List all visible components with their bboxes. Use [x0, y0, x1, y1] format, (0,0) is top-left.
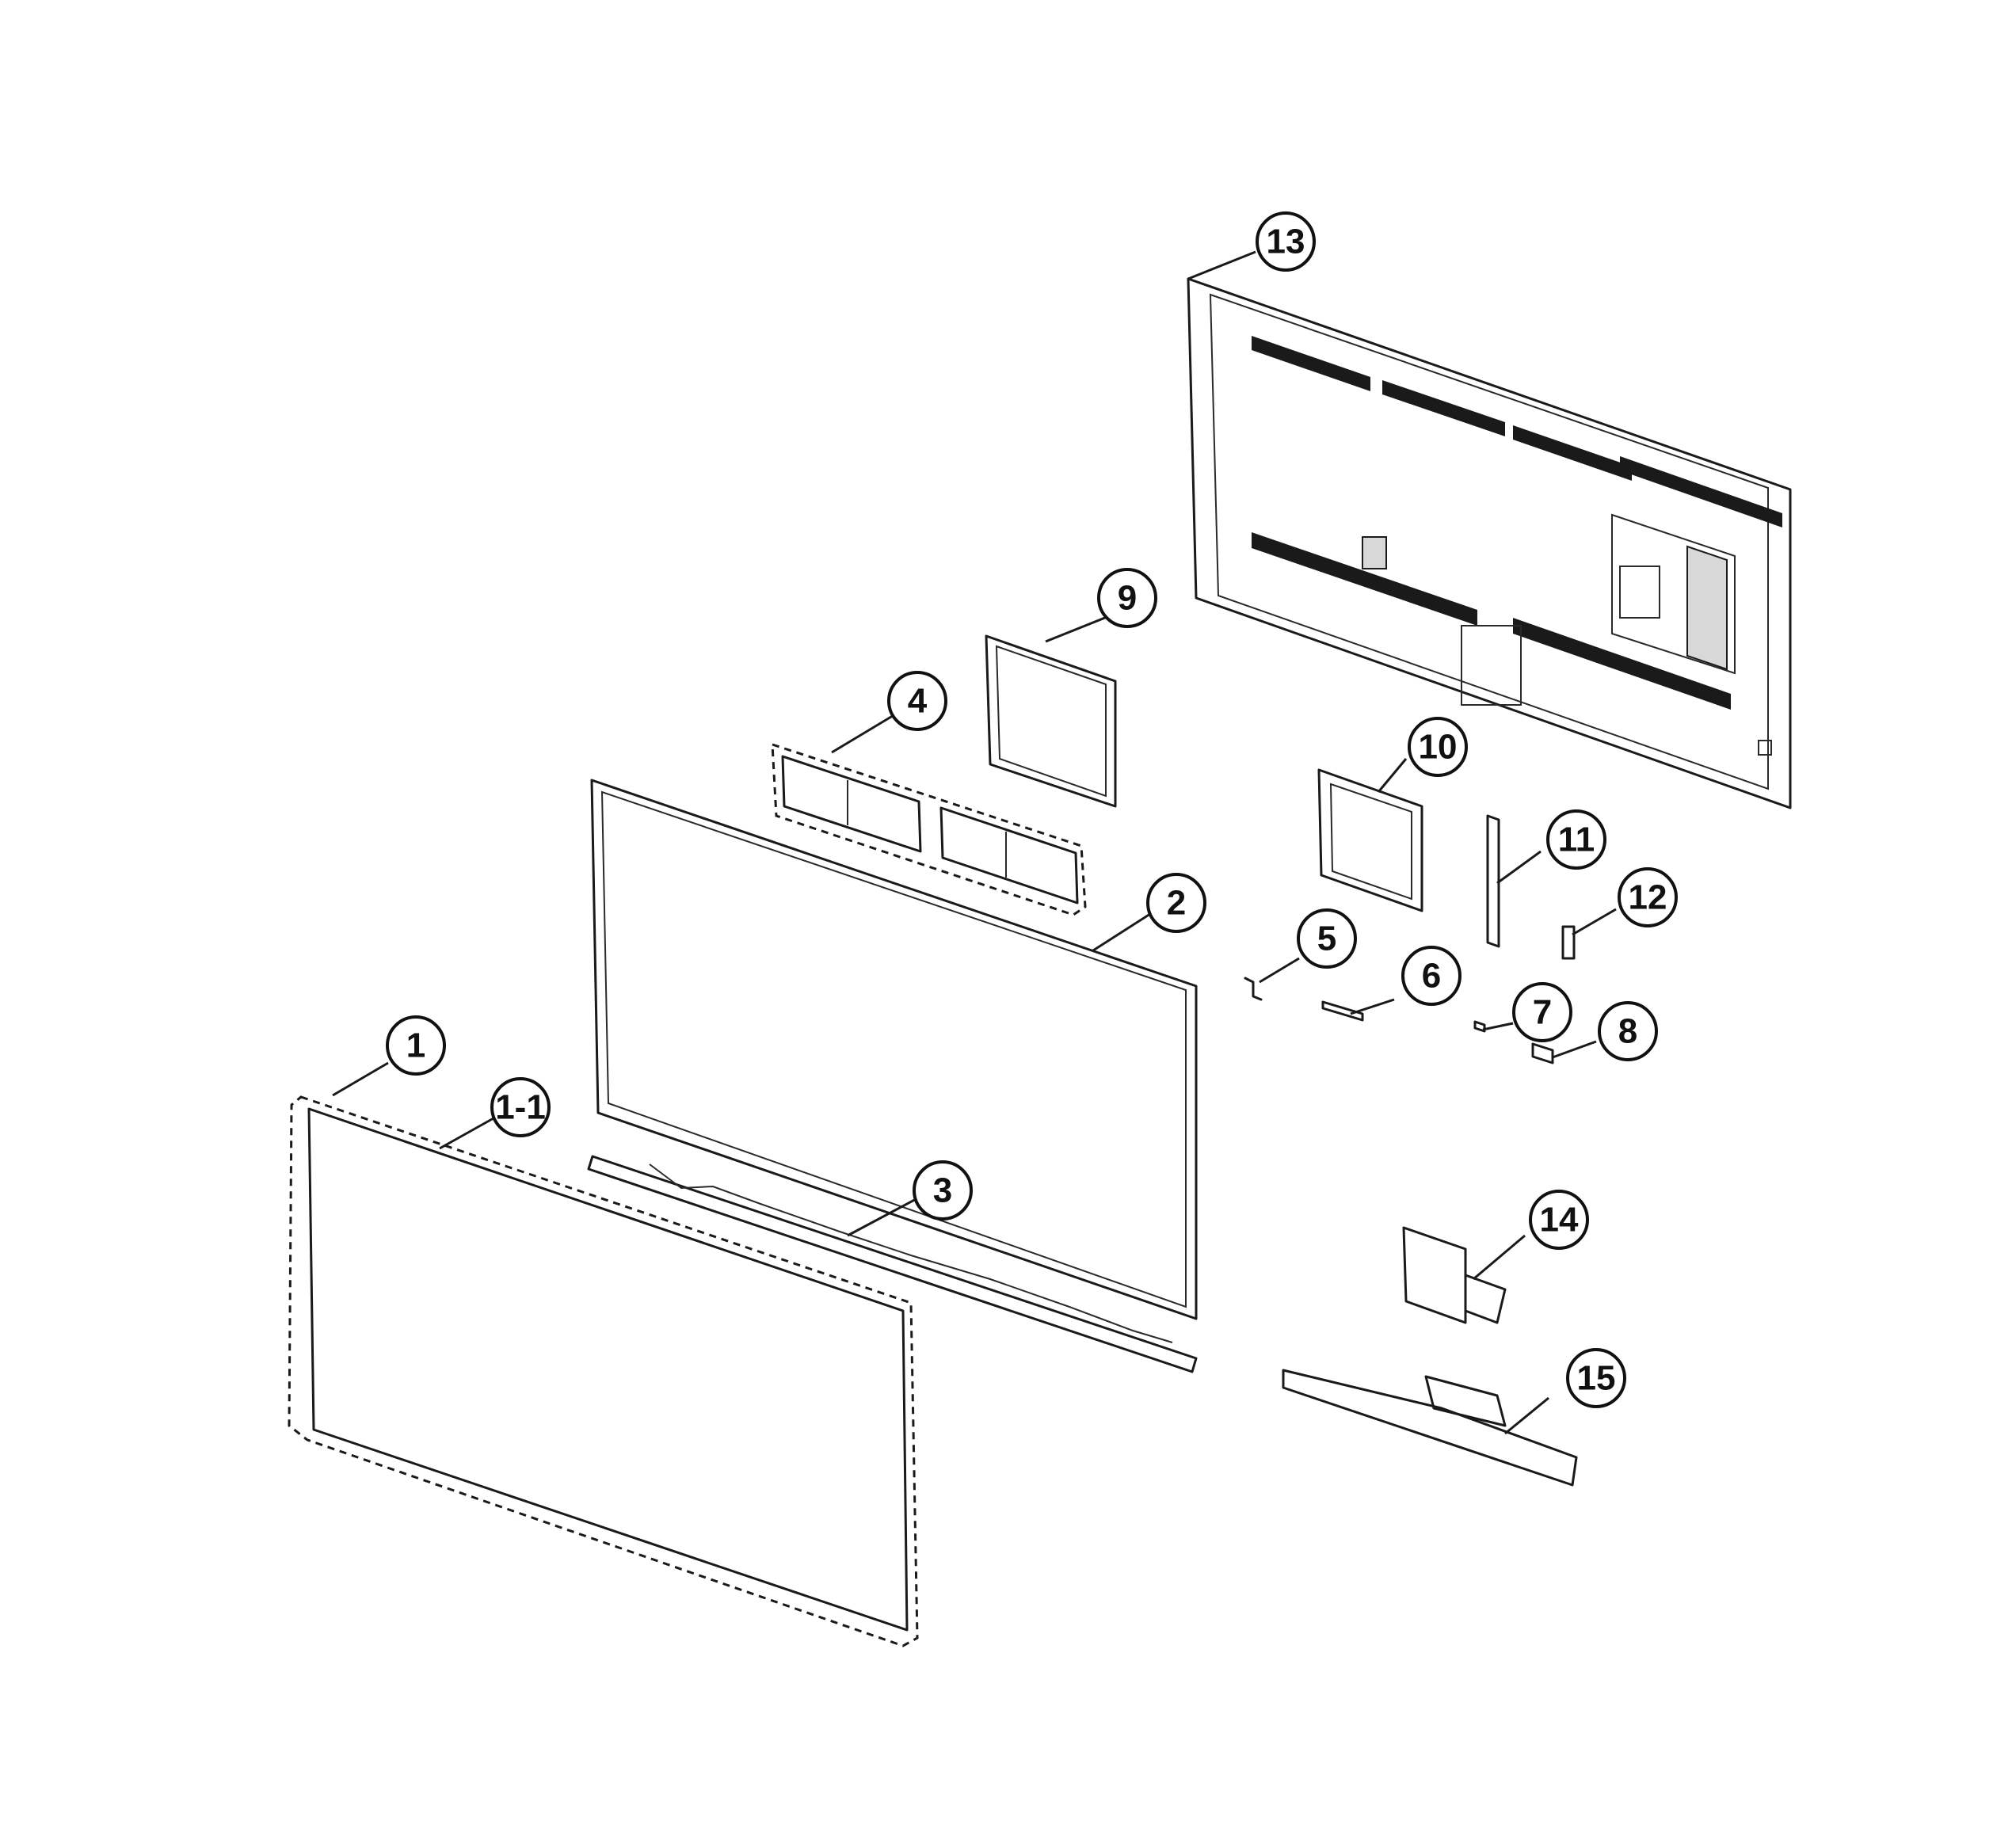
part-rear-cover — [1187, 277, 1792, 809]
part-bottom-bracket — [587, 1155, 1198, 1373]
callout-label: 1 — [406, 1026, 425, 1065]
callout-14: 14 — [1529, 1190, 1589, 1250]
callout-label: 12 — [1629, 878, 1667, 917]
callout-9: 9 — [1097, 568, 1157, 628]
callout-10: 10 — [1408, 717, 1468, 777]
part-board-shield — [985, 634, 1117, 808]
callout-label: 6 — [1422, 957, 1441, 996]
callout-label: 9 — [1118, 579, 1137, 618]
callout-label: 13 — [1267, 223, 1305, 261]
callout-7: 7 — [1512, 982, 1572, 1042]
callout-label: 2 — [1167, 884, 1186, 923]
callout-label: 1-1 — [495, 1088, 546, 1127]
part-main-board — [1317, 768, 1423, 912]
callout-6: 6 — [1401, 946, 1462, 1006]
callout-5: 5 — [1297, 908, 1357, 969]
callout-label: 7 — [1533, 993, 1552, 1032]
part-stand-base — [1282, 1369, 1578, 1487]
callout-label: 3 — [933, 1171, 952, 1210]
callout-label: 5 — [1317, 920, 1336, 958]
callout-1-1: 1-1 — [490, 1077, 551, 1137]
callout-label: 10 — [1419, 728, 1458, 767]
callout-15: 15 — [1566, 1348, 1626, 1408]
callout-label: 4 — [908, 682, 928, 721]
callout-8: 8 — [1598, 1001, 1658, 1061]
part-small-board — [1321, 1000, 1364, 1022]
part-display-panel — [288, 1095, 919, 1647]
callout-11: 11 — [1546, 809, 1606, 870]
callout-13: 13 — [1256, 211, 1316, 272]
part-connector — [1473, 1020, 1486, 1033]
part-middle-frame — [590, 779, 1198, 1320]
callout-3: 3 — [913, 1160, 973, 1221]
callout-4: 4 — [887, 671, 947, 731]
part-clip — [1244, 977, 1263, 1001]
callout-label: 8 — [1618, 1012, 1637, 1051]
part-speaker-assembly — [771, 742, 1087, 916]
part-stand-neck — [1402, 1226, 1507, 1324]
callout-2: 2 — [1146, 873, 1206, 933]
callout-1: 1 — [386, 1015, 446, 1076]
callout-label: 15 — [1577, 1359, 1616, 1398]
callout-label: 14 — [1540, 1201, 1579, 1240]
part-button-module — [1531, 1042, 1554, 1064]
part-sensor — [1561, 925, 1576, 960]
part-thin-board — [1486, 814, 1500, 948]
callout-12: 12 — [1618, 867, 1678, 927]
callout-label: 11 — [1558, 821, 1595, 859]
leader-lines — [332, 250, 1617, 1435]
